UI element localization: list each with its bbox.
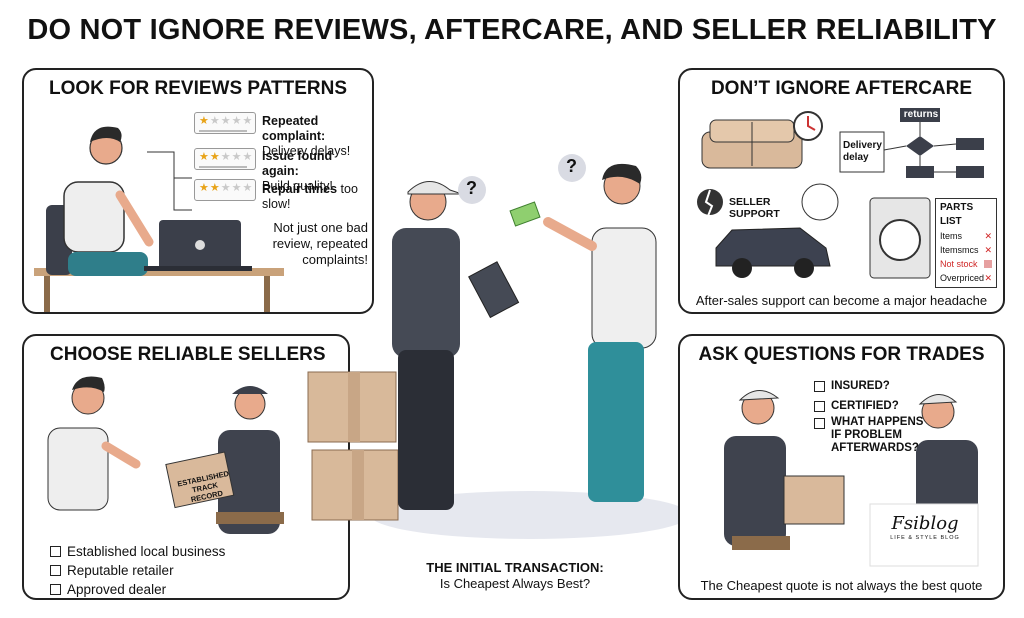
cross-icon: ✕ [984, 231, 992, 241]
rating-stars-icon: ★★★★★ [199, 151, 254, 163]
parts-list: PARTS LIST Items✕ Itemsmcs✕ Not stock Ov… [935, 198, 997, 288]
checkbox-icon [814, 400, 825, 412]
center-caption-title: THE INITIAL TRANSACTION: [426, 560, 604, 575]
question-item: CERTIFIED? [814, 396, 924, 416]
checkbox-icon [50, 546, 61, 557]
checkbox-icon [50, 565, 61, 576]
page-title: DO NOT IGNORE REVIEWS, AFTERCARE, AND SE… [27, 14, 997, 46]
question-item: WHAT HAPPENS IF PROBLEM AFTERWARDS? [814, 416, 924, 456]
person-at-laptop-illustration [34, 126, 284, 312]
question-mark-right: ? [566, 156, 577, 176]
cross-icon: ✕ [984, 273, 992, 283]
review-item-3: Repair times too slow! [262, 182, 358, 211]
checkbox-icon [814, 380, 825, 392]
tradesmen-illustration [724, 390, 979, 567]
checklist-item: Established local business [50, 542, 225, 561]
review-card-3: ★★★★★ [194, 179, 256, 201]
blog-logo-subtitle: LIFE & STYLE BLOG [890, 535, 960, 541]
parts-list-title: PARTS LIST [940, 202, 974, 227]
question-mark-left: ? [466, 178, 477, 198]
center-caption: THE INITIAL TRANSACTION: Is Cheapest Alw… [380, 560, 650, 592]
sellers-heading: CHOOSE RELIABLE SELLERS [50, 344, 326, 365]
square-icon [984, 260, 992, 268]
checkbox-icon [814, 418, 825, 429]
customer-and-tradesman-illustration [47, 376, 284, 534]
aftercare-panel: DON’T IGNORE AFTERCARE returns Delivery … [678, 68, 1005, 314]
blog-logo-text: Fsiblog [891, 513, 959, 534]
reviews-heading: LOOK FOR REVIEWS PATTERNS [48, 78, 348, 99]
aftercare-heading: DON’T IGNORE AFTERCARE [710, 78, 973, 99]
trades-heading: ASK QUESTIONS FOR TRADES [698, 344, 985, 365]
blog-logo: Fsiblog LIFE & STYLE BLOG [874, 514, 976, 542]
sellers-panel: CHOOSE RELIABLE SELLERS ESTABLISHED TRAC… [22, 334, 350, 600]
trades-questions: INSURED? CERTIFIED? WHAT HAPPENS IF PROB… [814, 376, 924, 456]
sellers-checklist: Established local business Reputable ret… [50, 542, 225, 598]
reviews-panel: LOOK FOR REVIEWS PATTERNS ★★★★★ ★★★★★ ★★… [22, 68, 374, 314]
reviews-note: Not just one bad review, repeated compla… [272, 220, 368, 267]
transaction-scene-illustration [307, 154, 690, 539]
review-card-2: ★★★★★ [194, 148, 256, 170]
trades-caption: The Cheapest quote is not always the bes… [700, 578, 983, 593]
checklist-item: Reputable retailer [50, 561, 225, 580]
review-item-1: Repeated complaint:Delivery delays! [262, 114, 351, 158]
aftercare-illustration [697, 108, 984, 279]
rating-stars-icon: ★★★★★ [199, 182, 254, 194]
checklist-item: Approved dealer [50, 580, 225, 598]
cross-icon: ✕ [984, 245, 992, 255]
review-card-1: ★★★★★ [194, 112, 256, 134]
center-caption-sub: Is Cheapest Always Best? [439, 576, 591, 591]
seller-support-label: SELLER SUPPORT [729, 196, 780, 220]
checkbox-icon [50, 584, 61, 595]
rating-stars-icon: ★★★★★ [199, 115, 254, 127]
aftercare-caption: After-sales support can become a major h… [695, 293, 988, 308]
question-item: INSURED? [814, 376, 924, 396]
flow-returns-label: returns [903, 109, 939, 120]
flow-delay-label: Delivery delay [843, 140, 882, 163]
trades-panel: ASK QUESTIONS FOR TRADES INSURED? CERTIF… [678, 334, 1005, 600]
review-item-2: Issue found again:Build quality! [262, 149, 333, 193]
